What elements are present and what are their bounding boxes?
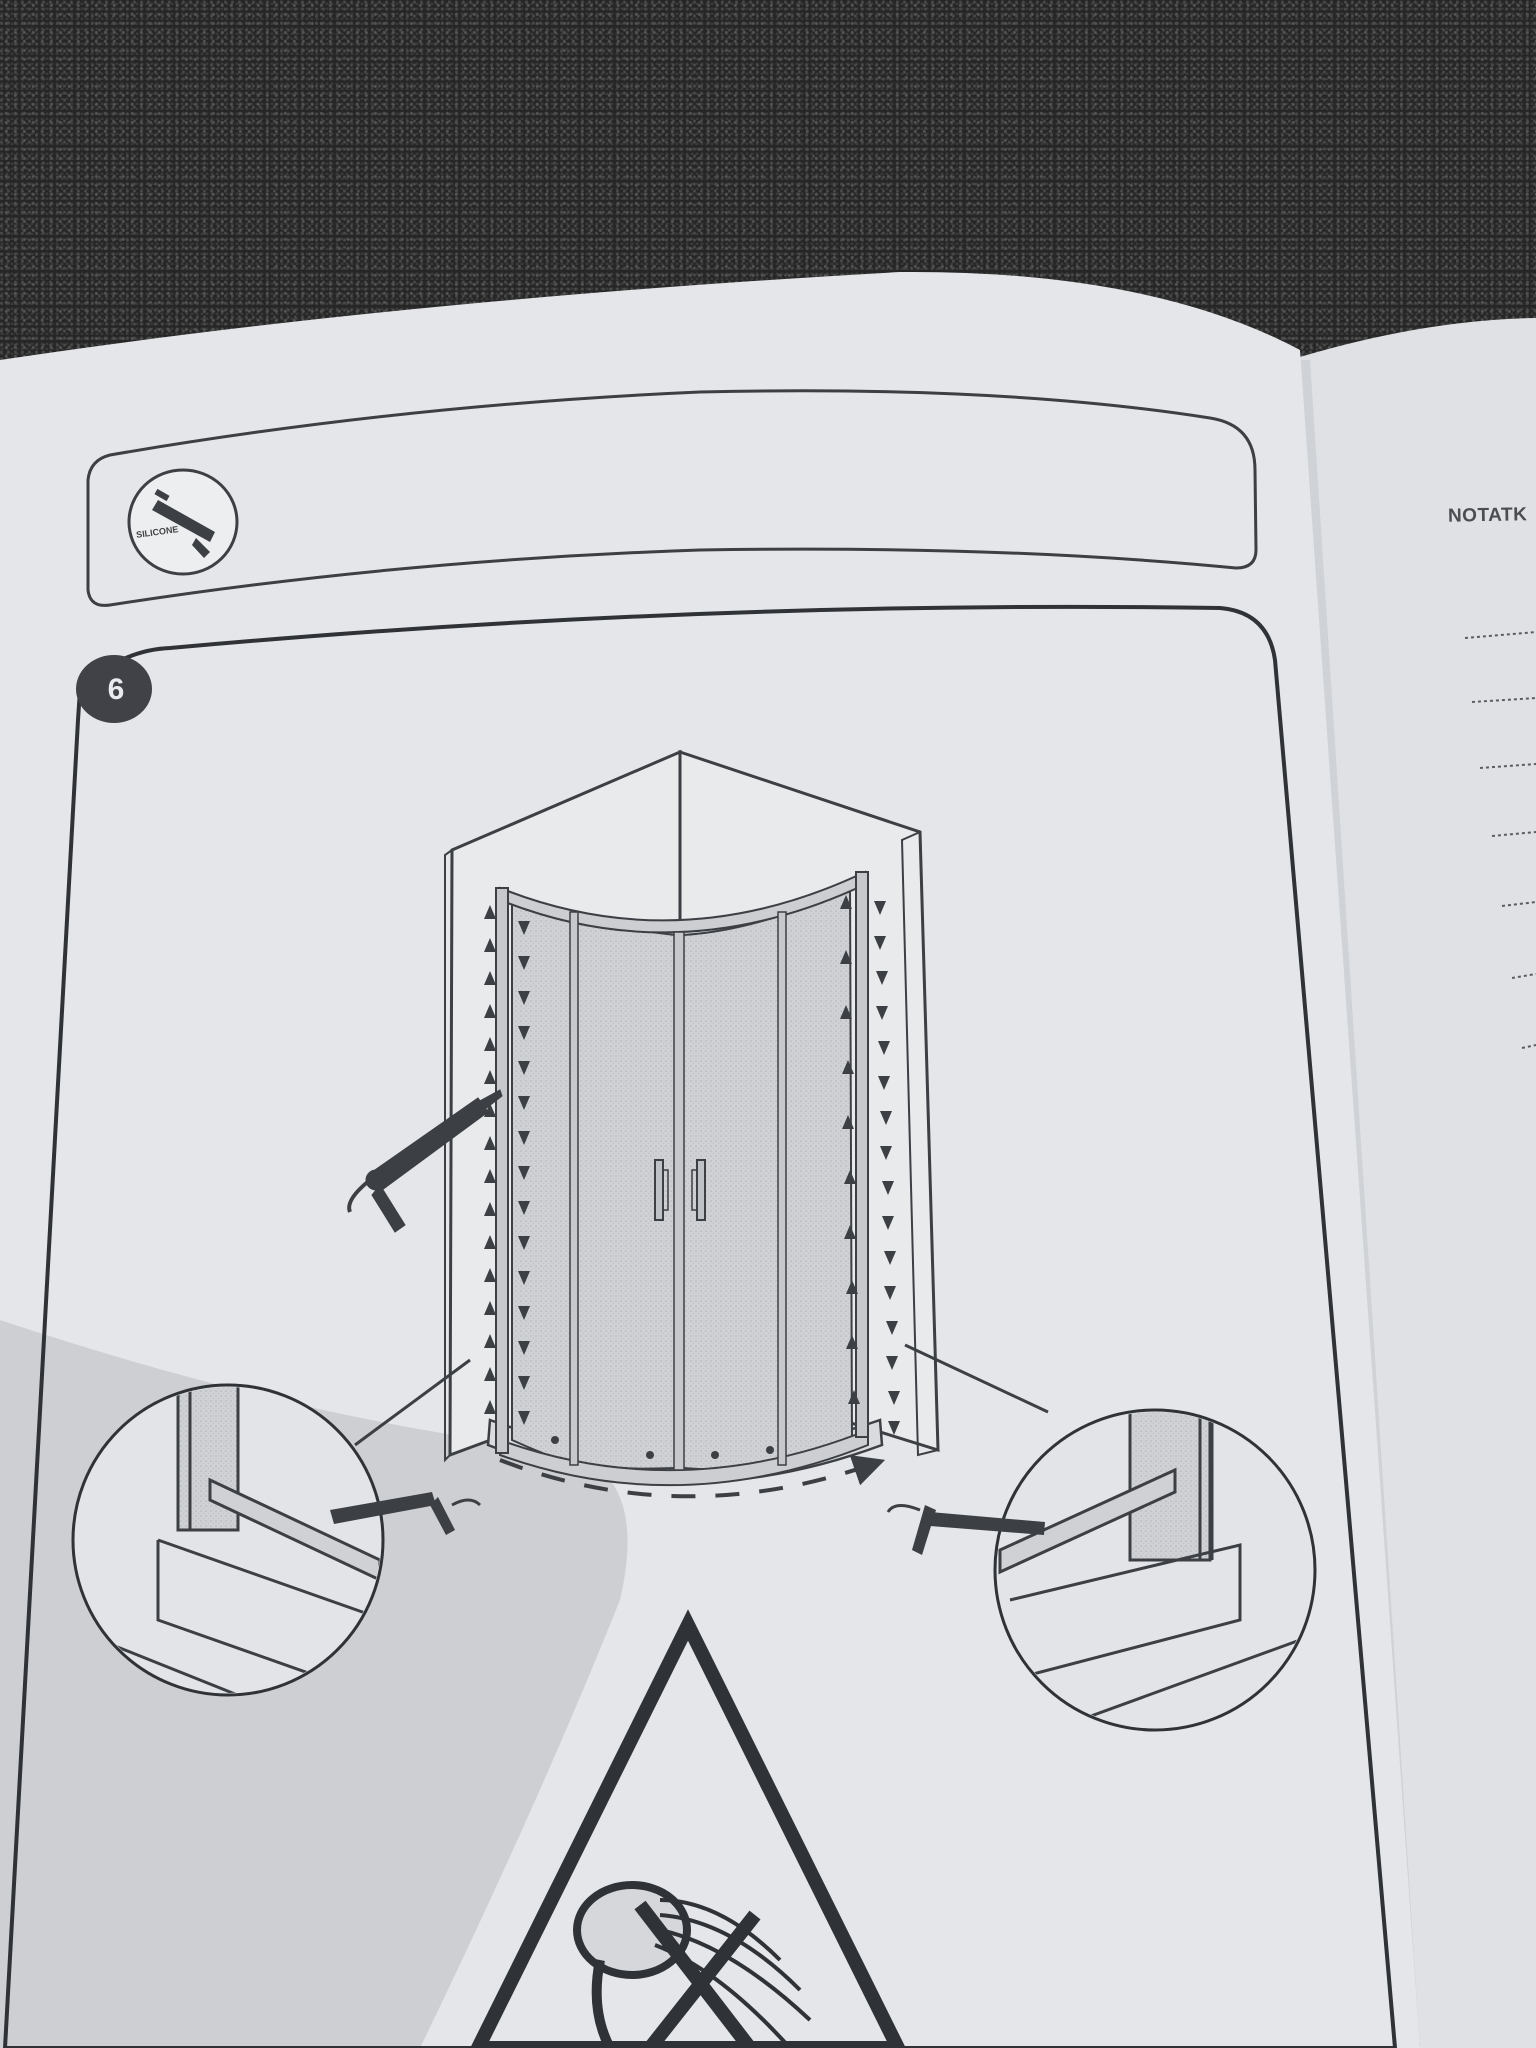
notes-lines xyxy=(1464,631,1536,1049)
right-page xyxy=(1290,318,1536,2048)
shower-enclosure xyxy=(444,749,940,1487)
no-shower-icon xyxy=(573,1881,812,2048)
door-handle-left xyxy=(654,1159,664,1221)
detail-circle-right xyxy=(886,1408,1317,1732)
arrows-right-inner xyxy=(840,895,860,1404)
leader-line-left xyxy=(354,1358,471,1447)
silicone-gun-icon xyxy=(127,468,239,576)
glass-panel-right xyxy=(781,878,854,1467)
arrows-left-outer xyxy=(484,905,496,1414)
step-box xyxy=(2,604,1398,2048)
arrows-bottom xyxy=(499,1455,886,1499)
arrows-left-inner xyxy=(518,921,530,1425)
silicone-gun-icon xyxy=(347,1089,503,1233)
door-handle-right xyxy=(696,1159,706,1221)
step-badge xyxy=(76,655,152,723)
leader-line-right xyxy=(904,1343,1049,1414)
bottom-rail xyxy=(499,1428,869,1487)
detail-circle-left xyxy=(71,1383,482,1697)
header-box xyxy=(86,389,1258,607)
wall-profile-left xyxy=(495,887,509,1454)
seal-arrows xyxy=(484,895,900,1435)
notes-heading: NOTATK xyxy=(1447,504,1528,527)
arrows-right-outer xyxy=(874,901,900,1435)
warning-triangle-icon xyxy=(470,1609,906,2048)
wall-profile-right xyxy=(855,871,869,1438)
step-number: 6 xyxy=(107,673,125,706)
